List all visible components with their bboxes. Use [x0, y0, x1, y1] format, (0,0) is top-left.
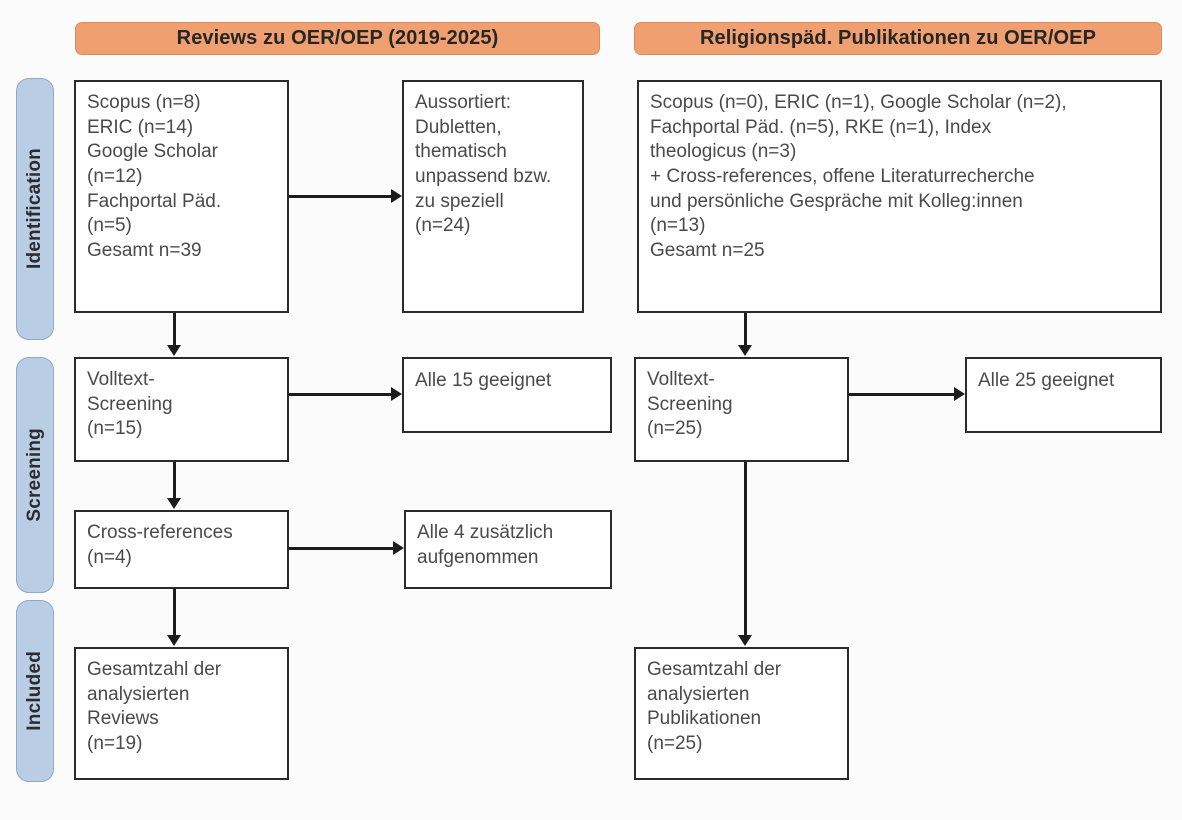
box-right-included-total: Gesamtzahl der analysierten Publikatione… [634, 647, 849, 780]
stage-label-identification-text: Identification [24, 148, 45, 270]
stage-label-included: Included [16, 600, 54, 782]
box-left-excluded-text: Aussortiert: Dubletten, thematisch unpas… [415, 92, 552, 237]
arrow-head-right [393, 541, 404, 555]
box-right-included-total-text: Gesamtzahl der analysierten Publikatione… [647, 659, 782, 755]
box-left-crossrefs: Cross-references (n=4) [74, 510, 289, 589]
box-left-sources-text: Scopus (n=8) ERIC (n=14) Google Scholar … [87, 92, 222, 262]
box-left-crossrefs-result-text: Alle 4 zusätzlich aufgenommen [417, 522, 554, 568]
arrow-head-down [167, 498, 181, 509]
arrow-head-down [738, 345, 752, 356]
column-header-reviews: Reviews zu OER/OEP (2019-2025) [75, 22, 600, 55]
arrow-head-right [391, 387, 402, 401]
box-left-fulltext-result: Alle 15 geeignet [402, 357, 612, 433]
stage-label-included-text: Included [24, 651, 45, 731]
box-right-fulltext-result: Alle 25 geeignet [965, 357, 1162, 433]
box-left-sources: Scopus (n=8) ERIC (n=14) Google Scholar … [74, 80, 289, 313]
arrow-head-right [954, 387, 965, 401]
arrow-head-right [391, 189, 402, 203]
stage-label-screening-text: Screening [24, 428, 45, 522]
box-right-fulltext-screening: Volltext- Screening (n=25) [634, 357, 849, 462]
box-left-included-total: Gesamtzahl der analysierten Reviews (n=1… [74, 647, 289, 780]
box-right-sources-text: Scopus (n=0), ERIC (n=1), Google Scholar… [650, 92, 1067, 262]
box-right-sources: Scopus (n=0), ERIC (n=1), Google Scholar… [637, 80, 1162, 313]
arrow-head-down [167, 345, 181, 356]
box-left-fulltext-screening: Volltext- Screening (n=15) [74, 357, 289, 462]
box-left-fulltext-result-text: Alle 15 geeignet [415, 370, 552, 391]
stage-label-identification: Identification [16, 78, 54, 340]
box-left-excluded: Aussortiert: Dubletten, thematisch unpas… [402, 80, 584, 313]
box-right-fulltext-result-text: Alle 25 geeignet [978, 370, 1115, 391]
box-left-crossrefs-text: Cross-references (n=4) [87, 522, 233, 568]
stage-label-screening: Screening [16, 357, 54, 593]
box-left-fulltext-screening-text: Volltext- Screening (n=15) [87, 369, 173, 440]
box-left-included-total-text: Gesamtzahl der analysierten Reviews (n=1… [87, 659, 222, 755]
column-header-publications: Religionspäd. Publikationen zu OER/OEP [634, 22, 1162, 55]
box-right-fulltext-screening-text: Volltext- Screening (n=25) [647, 369, 733, 440]
arrow-head-down [738, 635, 752, 646]
box-left-crossrefs-result: Alle 4 zusätzlich aufgenommen [404, 510, 612, 589]
arrow-head-down [167, 635, 181, 646]
